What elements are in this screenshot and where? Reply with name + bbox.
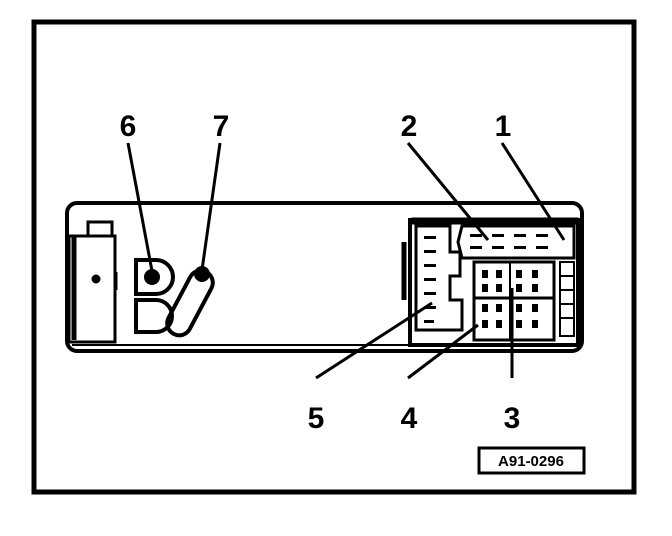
connector-housing-5 [414,224,464,332]
callout-3: 3 [504,402,521,435]
connector-pins-3-4 [482,270,538,328]
leader-4 [407,323,479,380]
callout-2: 2 [401,110,418,143]
leader-lines [126,142,566,380]
callout-4: 4 [401,402,418,435]
right-ribs [559,261,575,337]
connector-block [401,217,580,347]
leader-5 [315,301,433,380]
leader-2 [406,142,490,241]
leader-1 [500,142,566,241]
figure-code: A91-0296 [498,453,564,470]
leader-6 [126,142,154,272]
callout-7: 7 [213,110,230,143]
connector-housing-3-4 [472,260,556,342]
callout-6: 6 [120,110,137,143]
antenna-socket [134,258,175,334]
leader-7 [200,142,222,271]
callout-1: 1 [495,110,512,143]
figure-code-box: A91-0296 [477,446,586,475]
connector-pins-5 [424,236,436,323]
connector-pins-1-2 [470,234,548,249]
left-mounting-bracket [67,220,118,344]
callout-5: 5 [308,402,325,435]
